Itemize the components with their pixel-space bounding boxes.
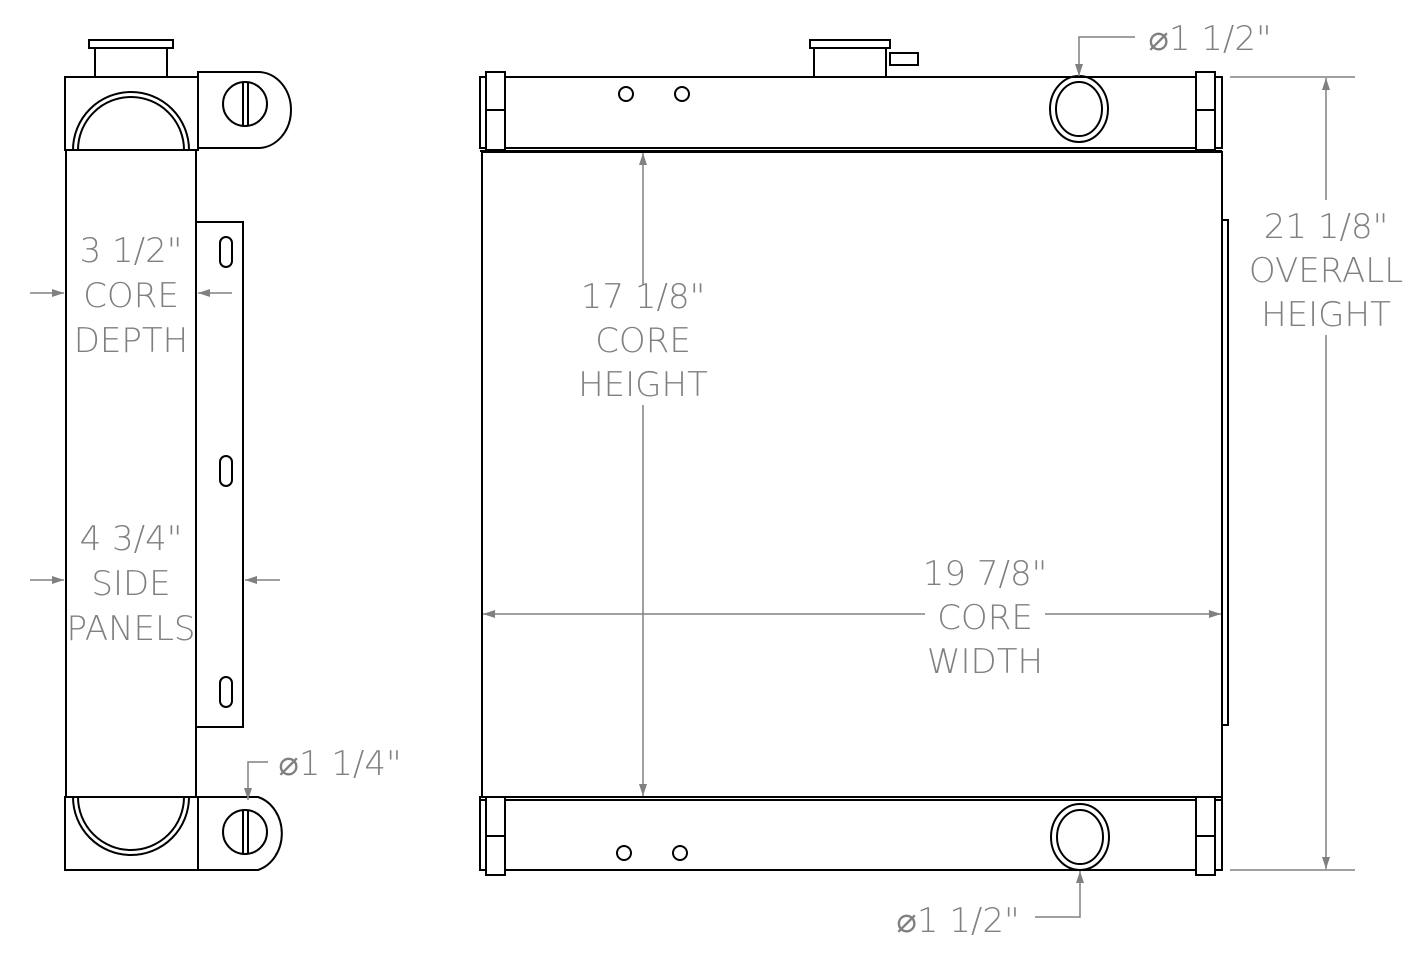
overflow-nipple bbox=[889, 52, 919, 66]
mount-bolt-icon bbox=[222, 809, 268, 855]
core-depth-label: CORE bbox=[83, 276, 179, 316]
side-panels-label: PANELS bbox=[66, 609, 195, 649]
side-fitting-value: ⌀1 1/4" bbox=[278, 744, 401, 784]
top-tank bbox=[479, 76, 1223, 149]
slot bbox=[219, 455, 233, 487]
slot bbox=[219, 236, 233, 268]
side-panels-value: 4 3/4" bbox=[80, 519, 183, 559]
overall-height-label: OVERALL bbox=[1249, 251, 1403, 291]
core-height-label: CORE bbox=[595, 321, 691, 361]
side-view bbox=[64, 39, 292, 871]
bottom-tank bbox=[479, 796, 1223, 871]
core-width-label: WIDTH bbox=[927, 642, 1043, 682]
slot bbox=[219, 676, 233, 708]
bottom-fitting-value: ⌀1 1/2" bbox=[896, 901, 1019, 941]
core-height-value: 17 1/8" bbox=[581, 277, 705, 317]
dim-core-depth: 3 1/2" CORE DEPTH bbox=[30, 231, 232, 361]
overall-height-value: 21 1/8" bbox=[1264, 207, 1388, 247]
filler-neck bbox=[94, 47, 168, 78]
core-width-label: CORE bbox=[937, 598, 1033, 638]
dim-bottom-fitting: ⌀1 1/2" bbox=[896, 871, 1084, 941]
outlet-pipe bbox=[1050, 803, 1110, 871]
core bbox=[481, 151, 1223, 798]
dim-overall-height: 21 1/8" OVERALL HEIGHT bbox=[1230, 76, 1403, 871]
top-mount-lug bbox=[197, 71, 292, 149]
core-depth-label: DEPTH bbox=[74, 321, 189, 361]
filler-neck bbox=[813, 47, 887, 78]
front-view bbox=[479, 39, 1229, 876]
core-height-label: HEIGHT bbox=[578, 365, 708, 405]
side-panels-label: SIDE bbox=[91, 564, 170, 604]
dim-core-width: 19 7/8" CORE WIDTH bbox=[483, 554, 1221, 682]
dim-top-fitting: ⌀1 1/2" bbox=[1075, 19, 1272, 76]
dim-side-panels: 4 3/4" SIDE PANELS bbox=[30, 519, 280, 649]
overall-height-label: HEIGHT bbox=[1261, 295, 1391, 335]
core-depth-value: 3 1/2" bbox=[80, 231, 183, 271]
bottom-mount-lug bbox=[197, 796, 283, 871]
filler-cap bbox=[88, 39, 174, 49]
top-fitting-value: ⌀1 1/2" bbox=[1148, 19, 1271, 59]
mount-bolt-icon bbox=[222, 81, 268, 127]
dim-side-fitting: ⌀1 1/4" bbox=[244, 744, 402, 800]
dim-core-height: 17 1/8" CORE HEIGHT bbox=[578, 153, 708, 796]
core-side bbox=[65, 149, 197, 798]
core-width-value: 19 7/8" bbox=[923, 554, 1047, 594]
